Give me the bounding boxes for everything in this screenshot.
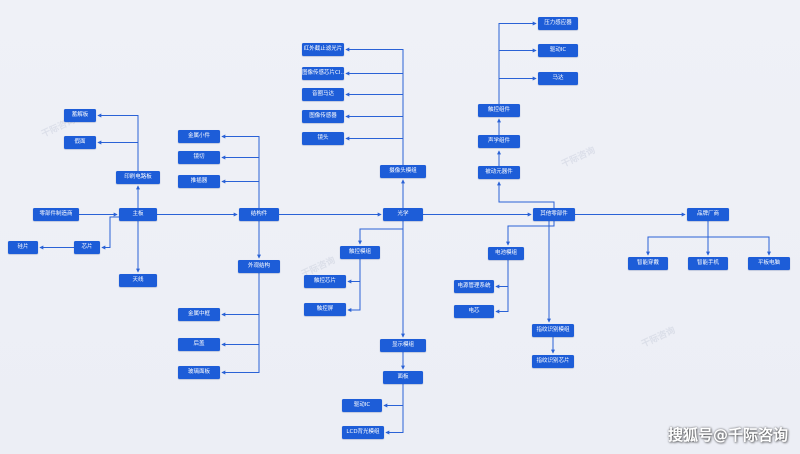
- node-smartphone: 智能手机: [688, 257, 728, 270]
- node-housing: 外观结构: [238, 260, 280, 273]
- node-panel: 面板: [383, 371, 423, 384]
- connector-arrow: [497, 181, 555, 208]
- connector-arrow: [347, 259, 361, 312]
- node-driver-ic-display: 驱动IC: [342, 399, 382, 412]
- node-structural: 结构件: [239, 208, 279, 221]
- node-tablet: 平板电脑: [748, 257, 790, 270]
- node-cis-chip: 图像传感芯片CI...: [302, 67, 344, 80]
- node-fingerprint-module: 指纹识别模组: [532, 324, 574, 337]
- node-motherboard: 主板: [119, 208, 157, 221]
- node-flex: 推插器: [178, 175, 220, 188]
- node-component-maker: 零部件制造商: [33, 208, 79, 221]
- node-passive: 被动元器件: [478, 166, 520, 179]
- node-touch-screen: 触控屏: [304, 303, 346, 316]
- node-power: 假面: [64, 136, 96, 149]
- node-metal-parts: 金属小件: [178, 130, 220, 143]
- node-touch-parts: 触控组件: [478, 104, 520, 117]
- node-wafer: 硅片: [8, 241, 38, 254]
- node-wearable: 智能穿戴: [628, 257, 668, 270]
- connector-arrow: [358, 228, 403, 245]
- node-optics: 光学: [383, 208, 423, 221]
- node-memory: 蓄解板: [64, 109, 96, 122]
- node-camera-module: 摄像头模组: [380, 165, 426, 178]
- connector-arrow: [101, 216, 119, 250]
- node-metal-frame: 金属中框: [178, 308, 220, 321]
- node-glass-cover: 玻璃面板: [178, 366, 220, 379]
- connector-arrow: [221, 134, 260, 208]
- connector-arrow: [495, 260, 509, 314]
- connector-arrow: [345, 47, 404, 165]
- node-display-module: 显示模组: [380, 339, 426, 352]
- node-battery-module: 电池模组: [488, 247, 524, 260]
- node-driver-ic: 驱动IC: [538, 44, 578, 57]
- node-fingerprint-chip: 指纹识别芯片: [532, 355, 574, 368]
- node-glass: 后盖: [178, 338, 220, 351]
- watermark-text: 搜狐号@千际咨询: [667, 426, 788, 444]
- connector-arrow: [506, 221, 555, 246]
- node-brand: 品牌厂商: [687, 208, 729, 221]
- node-pcb: 印刷电路板: [116, 171, 160, 184]
- node-bms: 电源管理系统: [454, 280, 494, 293]
- node-touch-module: 触控模组: [340, 246, 380, 259]
- node-touch-chip: 触控芯片: [304, 275, 346, 288]
- node-other-parts: 其他零部件: [533, 208, 575, 221]
- node-pressure-sensor: 压力感应器: [538, 17, 578, 30]
- connector-arrow: [385, 384, 404, 435]
- connector-arrow: [498, 21, 537, 104]
- node-image-sensor: 图像传感器: [302, 110, 344, 123]
- node-shield: 镜切: [178, 151, 220, 164]
- connector-arrow: [708, 236, 771, 256]
- connector-arrow: [646, 221, 709, 256]
- node-motor: 马达: [538, 72, 578, 85]
- node-ir-filter: 红外截止滤光片: [302, 43, 344, 56]
- node-vcm: 音圈马达: [302, 88, 344, 101]
- node-antenna: 天线: [119, 274, 157, 287]
- connector-arrow: [97, 113, 139, 171]
- node-chip: 芯片: [74, 241, 100, 254]
- node-cell: 电芯: [454, 305, 494, 318]
- connector-arrow: [221, 273, 260, 375]
- node-lcd-backlight: LCD背光模组: [342, 426, 384, 439]
- node-lens: 镜头: [302, 132, 344, 145]
- node-acoustic: 声学组件: [478, 135, 520, 148]
